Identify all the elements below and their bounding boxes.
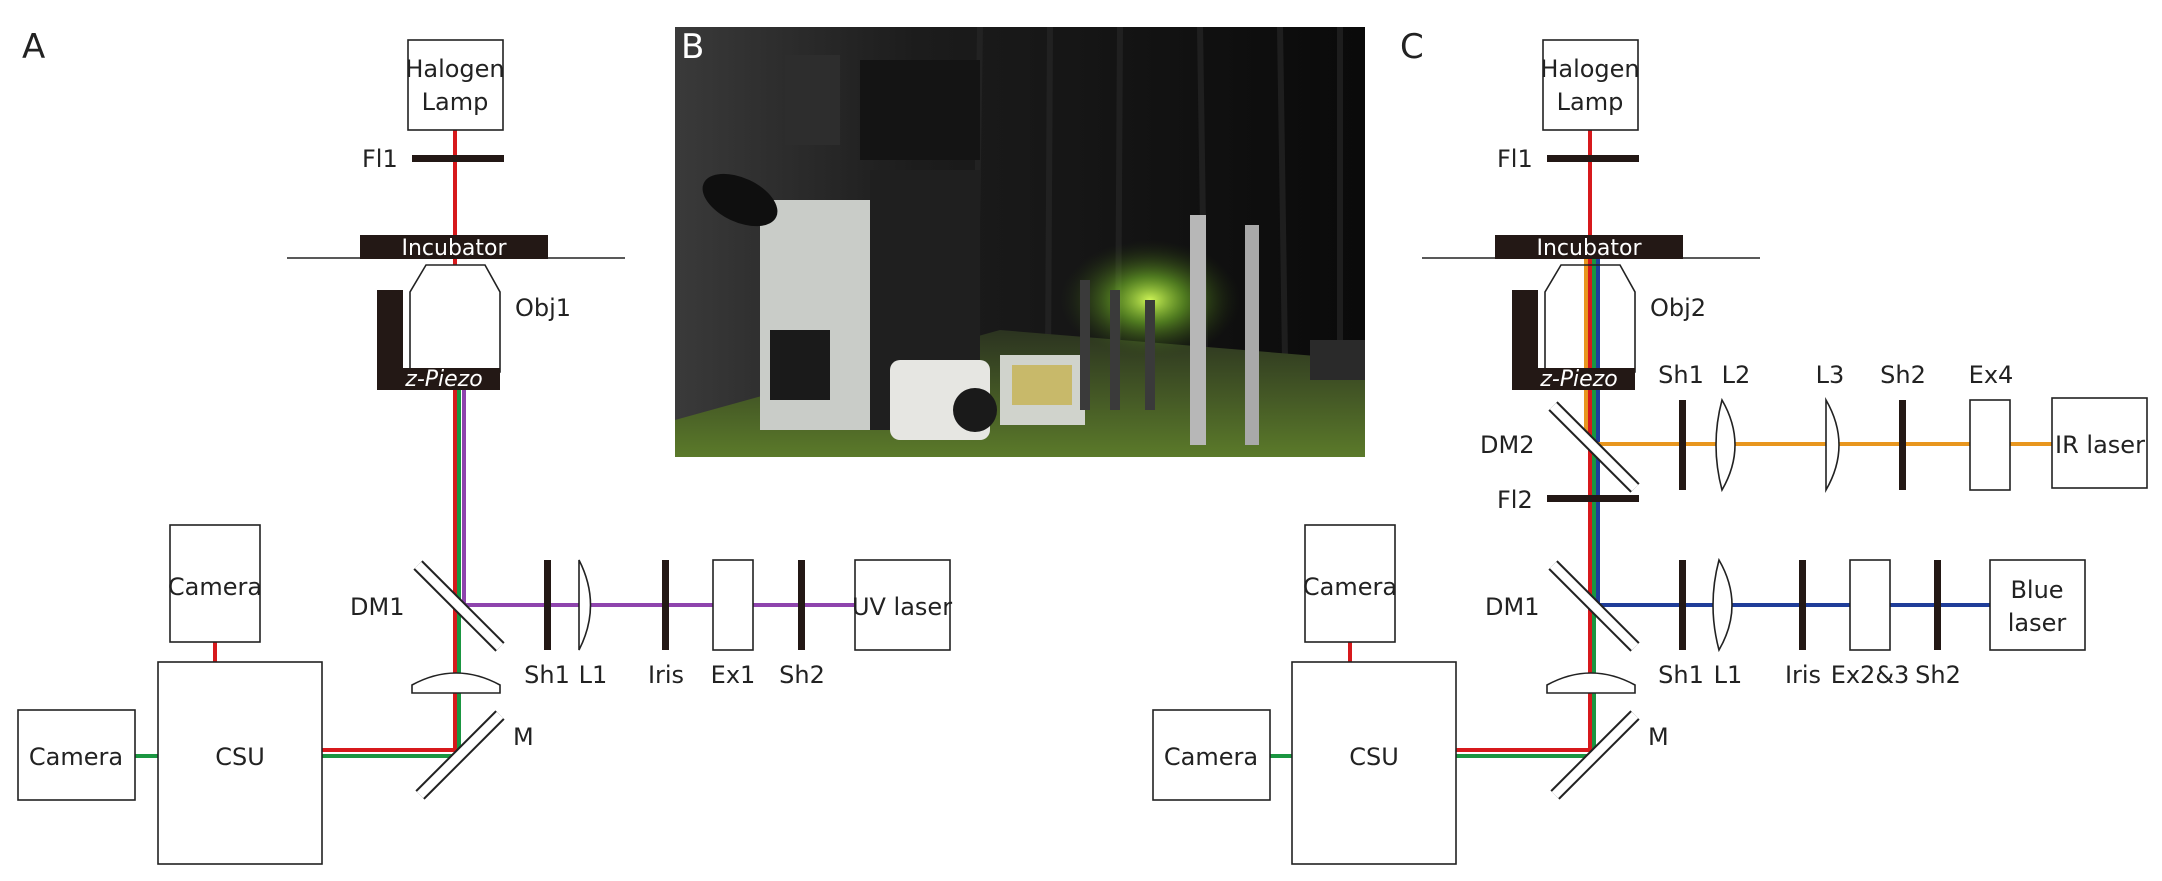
blue-laser-label-line2: laser: [2008, 609, 2067, 637]
camera-left: Camera: [1152, 709, 1271, 801]
fl1-label: Fl1: [1497, 145, 1533, 173]
dm1-label: DM1: [350, 593, 404, 621]
halogen-lamp-label-line1: Halogen: [405, 55, 504, 83]
mirror-m: [1550, 710, 1640, 800]
obj1-label: Obj1: [515, 294, 571, 322]
blue-laser-label-line1: Blue: [2010, 576, 2063, 604]
panel-b-photo: B: [675, 26, 1365, 457]
sh1-blue-label: Sh1: [1658, 661, 1704, 689]
excitation-filter-ex2-3: [1849, 559, 1891, 651]
uv-laser-label: UV laser: [852, 593, 952, 621]
sh1-label: Sh1: [524, 661, 570, 689]
sh2-label: Sh2: [779, 661, 825, 689]
l1-label: L1: [1714, 661, 1743, 689]
mirror-label: M: [513, 723, 534, 751]
l3-label: L3: [1816, 361, 1845, 389]
csu: CSU: [157, 661, 323, 865]
lens-l1: [578, 559, 592, 651]
z-piezo-label: z-Piezo: [1539, 367, 1617, 392]
excitation-filter-ex1: [712, 559, 754, 651]
blue-laser: Blue laser: [1989, 559, 2086, 651]
l1-label: L1: [579, 661, 608, 689]
tube-lens: [1546, 672, 1636, 694]
z-piezo-label: z-Piezo: [404, 367, 482, 392]
halogen-lamp-label-line2: Lamp: [1557, 88, 1624, 116]
panel-a: A Halogen Lamp Fl1 Incubator Obj1: [17, 27, 952, 865]
ex2-3-label: Ex2&3: [1831, 661, 1910, 689]
incubator-label: Incubator: [1536, 236, 1642, 261]
fl2-label: Fl2: [1497, 486, 1533, 514]
iris: [1799, 560, 1806, 650]
shutter-sh1-blue: [1679, 560, 1686, 650]
shutter-sh1-ir: [1679, 400, 1686, 490]
camera-left-label: Camera: [29, 743, 123, 771]
incubator-label: Incubator: [401, 236, 507, 261]
lens-l3: [1825, 397, 1840, 493]
ex4-label: Ex4: [1969, 361, 2014, 389]
lens-l1: [1712, 557, 1733, 653]
shutter-sh2-blue: [1934, 560, 1941, 650]
panel-c-letter: C: [1400, 27, 1424, 67]
shutter-sh2-ir: [1899, 400, 1906, 490]
dichroic-dm1: [413, 560, 505, 652]
z-piezo: [1512, 368, 1635, 390]
shutter-sh2: [798, 560, 805, 650]
dm1-label: DM1: [1485, 593, 1539, 621]
halogen-lamp: Halogen Lamp: [1540, 39, 1640, 131]
ir-laser: IR laser: [2051, 397, 2148, 489]
incubator: [1495, 235, 1683, 259]
camera-top: Camera: [168, 524, 262, 643]
objective-obj1: [409, 264, 501, 373]
obj2-label: Obj2: [1650, 294, 1706, 322]
sh1-ir-label: Sh1: [1658, 361, 1704, 389]
iris-label: Iris: [648, 661, 684, 689]
sh2-blue-label: Sh2: [1915, 661, 1961, 689]
ex1-label: Ex1: [711, 661, 756, 689]
dm2-label: DM2: [1480, 431, 1534, 459]
l2-label: L2: [1722, 361, 1751, 389]
camera-left-label: Camera: [1164, 743, 1258, 771]
csu-label: CSU: [1349, 743, 1399, 771]
halogen-lamp-label-line1: Halogen: [1540, 55, 1639, 83]
camera-left: Camera: [17, 709, 136, 801]
panel-a-letter: A: [22, 27, 45, 67]
camera-top: Camera: [1303, 524, 1397, 643]
mirror-m: [415, 710, 505, 800]
lens-l2: [1715, 397, 1736, 493]
iris-label: Iris: [1785, 661, 1821, 689]
uv-laser: UV laser: [852, 559, 952, 651]
excitation-filter-ex4: [1969, 399, 2011, 491]
dichroic-dm2: [1548, 401, 1640, 493]
z-piezo: [377, 368, 500, 390]
filter-fl1: [1547, 155, 1639, 162]
camera-top-label: Camera: [1303, 573, 1397, 601]
panel-b-letter: B: [681, 27, 704, 67]
fl1-label: Fl1: [362, 145, 398, 173]
panel-c: C Halogen Lamp Fl1 Incubator Obj2: [1152, 27, 2148, 865]
ir-laser-label: IR laser: [2055, 431, 2145, 459]
sh2-ir-label: Sh2: [1880, 361, 1926, 389]
halogen-lamp: Halogen Lamp: [405, 39, 505, 131]
panel-a-beams: [135, 125, 855, 758]
filter-fl2: [1547, 495, 1639, 502]
dichroic-dm1: [1548, 560, 1640, 652]
incubator: [360, 235, 548, 259]
tube-lens: [411, 672, 501, 694]
iris: [662, 560, 669, 650]
shutter-sh1: [544, 560, 551, 650]
csu-label: CSU: [215, 743, 265, 771]
camera-top-label: Camera: [168, 573, 262, 601]
mirror-label: M: [1648, 723, 1669, 751]
halogen-lamp-label-line2: Lamp: [422, 88, 489, 116]
csu: CSU: [1291, 661, 1457, 865]
filter-fl1: [412, 155, 504, 162]
